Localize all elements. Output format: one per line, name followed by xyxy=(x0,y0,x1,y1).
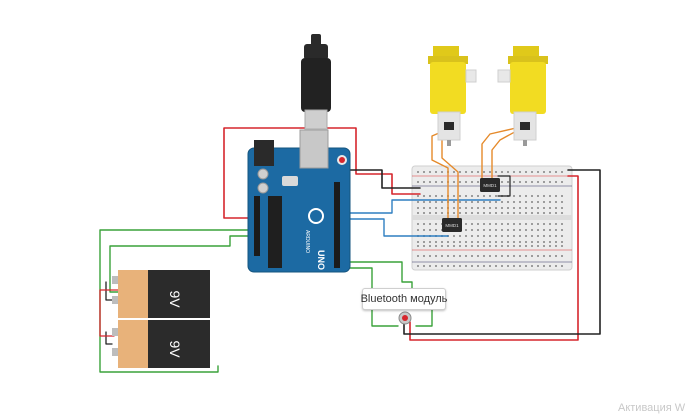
battery-top[interactable]: 9V xyxy=(112,270,210,318)
motor-driver-upper-label: MMD1 xyxy=(483,183,497,188)
usb-cable[interactable] xyxy=(301,34,331,133)
atmega-chip xyxy=(268,196,282,268)
wire-red-battery xyxy=(99,289,119,337)
arduino-brand-label: ARDUINO xyxy=(304,230,310,253)
activation-watermark: Активация W xyxy=(618,402,686,414)
wire-orange-m1a xyxy=(431,129,449,221)
bluetooth-module[interactable] xyxy=(398,311,412,325)
arduino-logo xyxy=(308,208,324,224)
motor-driver-upper[interactable]: MMD1 xyxy=(480,178,500,192)
wire-black-battery-2 xyxy=(105,331,113,345)
wire-black-battery xyxy=(105,281,113,301)
wire-green-bt-1 xyxy=(345,261,413,297)
power-jack xyxy=(254,140,274,166)
battery-top-label: 9V xyxy=(167,290,183,308)
wire-green-battery-2 xyxy=(109,235,251,293)
usb-port xyxy=(299,129,329,169)
battery-bottom-label: 9V xyxy=(167,340,183,358)
wire-red-vin xyxy=(223,127,421,219)
battery-bottom[interactable]: 9V xyxy=(112,320,210,368)
arduino-model-label: UNO xyxy=(316,250,326,270)
wire-orange-m2a xyxy=(481,127,517,187)
power-header xyxy=(254,196,260,256)
motor-driver-lower-label: MMD1 xyxy=(445,223,459,228)
wire-blue-1 xyxy=(343,199,501,214)
wire-orange-m2b xyxy=(491,127,523,189)
wire-black-gnd xyxy=(345,169,421,189)
wire-green-battery xyxy=(99,229,251,373)
gear-motor-left[interactable] xyxy=(428,46,477,146)
reset-button[interactable] xyxy=(339,157,345,163)
digital-header xyxy=(334,182,340,268)
wire-blue-2 xyxy=(343,218,449,237)
wires xyxy=(99,127,601,373)
motor-driver-lower[interactable]: MMD1 xyxy=(442,218,462,232)
wire-black-ic xyxy=(497,175,511,197)
gear-motor-right[interactable] xyxy=(497,46,548,146)
bluetooth-module-label: Bluetooth модуль xyxy=(361,288,447,310)
arduino-uno-board[interactable]: UNO ARDUINO xyxy=(247,129,351,273)
wire-black-rail xyxy=(403,169,601,335)
